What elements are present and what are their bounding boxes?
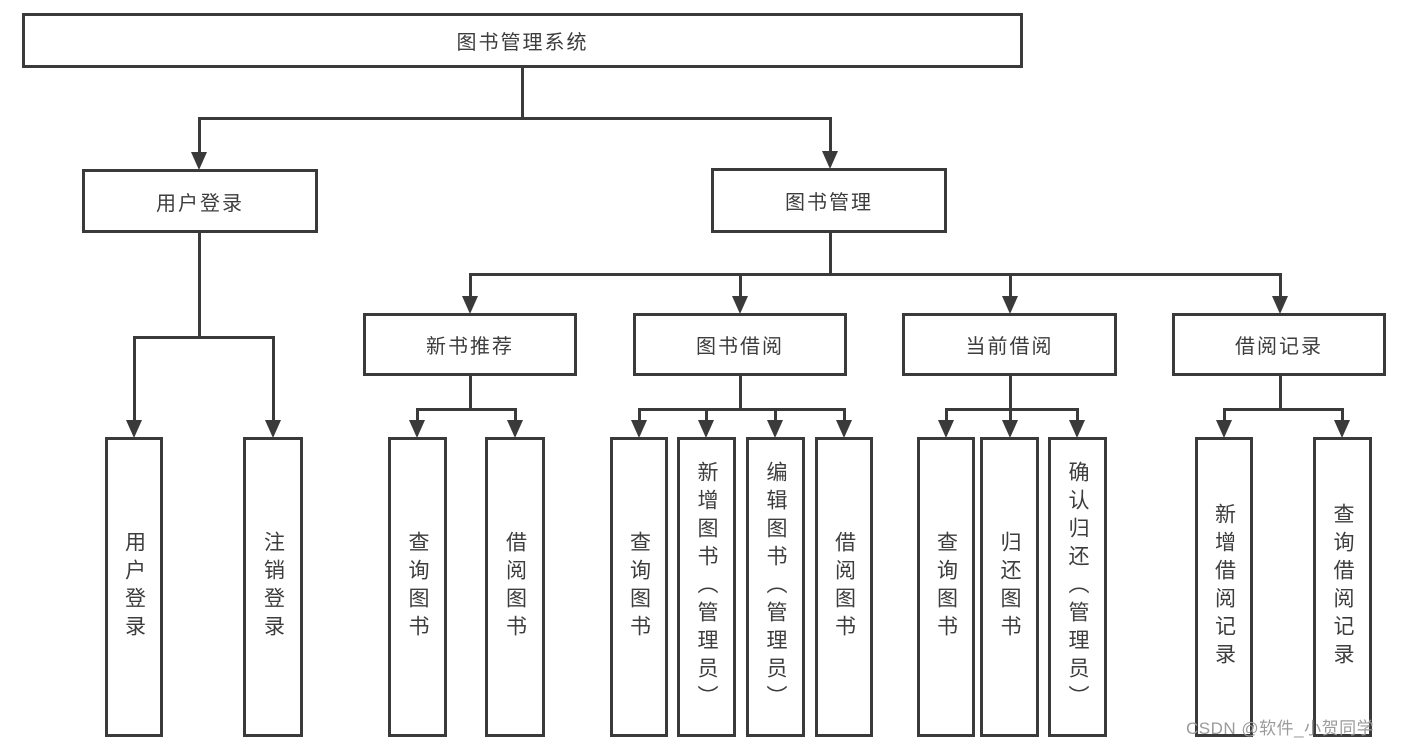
connector-line bbox=[945, 408, 1079, 411]
leaf-query-books-current: 查询图书 bbox=[917, 437, 975, 737]
arrowhead-down-icon bbox=[631, 420, 647, 438]
arrowhead-down-icon bbox=[409, 420, 425, 438]
leaf-borrow-books: 借阅图书 bbox=[815, 437, 873, 737]
connector-line bbox=[198, 117, 832, 120]
connector-line bbox=[469, 273, 472, 296]
arrowhead-down-icon bbox=[822, 151, 838, 169]
connector-line bbox=[638, 408, 846, 411]
leaf-query-borrow-record: 查询借阅记录 bbox=[1313, 437, 1372, 737]
leaf-borrow-books-recommend: 借阅图书 bbox=[485, 437, 545, 737]
connector-line bbox=[705, 408, 708, 420]
connector-line bbox=[469, 273, 1282, 276]
connector-line bbox=[272, 336, 275, 420]
arrowhead-down-icon bbox=[767, 420, 783, 438]
arrowhead-down-icon bbox=[1272, 296, 1288, 314]
connector-line bbox=[739, 376, 742, 409]
connector-line bbox=[1076, 408, 1079, 420]
leaf-query-books-recommend: 查询图书 bbox=[388, 437, 447, 737]
arrowhead-down-icon bbox=[1069, 420, 1085, 438]
node-book-management: 图书管理 bbox=[711, 168, 947, 233]
connector-line bbox=[469, 376, 472, 409]
leaf-user-login: 用户登录 bbox=[105, 437, 163, 737]
arrowhead-down-icon bbox=[1002, 296, 1018, 314]
connector-line bbox=[521, 68, 524, 118]
node-library-management-system: 图书管理系统 bbox=[22, 13, 1023, 68]
arrowhead-down-icon bbox=[462, 296, 478, 314]
arrowhead-down-icon bbox=[191, 152, 207, 170]
arrowhead-down-icon bbox=[938, 420, 954, 438]
connector-line bbox=[133, 336, 136, 420]
leaf-edit-books-admin: 编辑图书（管理员） bbox=[746, 437, 805, 737]
connector-line bbox=[739, 273, 742, 296]
node-current-borrowing: 当前借阅 bbox=[902, 313, 1117, 376]
arrowhead-down-icon bbox=[732, 296, 748, 314]
connector-line bbox=[774, 408, 777, 420]
arrowhead-down-icon bbox=[698, 420, 714, 438]
node-book-borrowing: 图书借阅 bbox=[633, 313, 847, 376]
csdn-watermark: CSDN @软件_小贺同学 bbox=[1186, 719, 1375, 738]
connector-line bbox=[1223, 408, 1226, 420]
connector-line bbox=[829, 117, 832, 152]
arrowhead-down-icon bbox=[265, 420, 281, 438]
connector-line bbox=[1009, 273, 1012, 296]
connector-line bbox=[416, 408, 517, 411]
node-new-book-recommendation: 新书推荐 bbox=[363, 313, 577, 376]
node-borrowing-records: 借阅记录 bbox=[1172, 313, 1386, 376]
connector-line bbox=[843, 408, 846, 420]
leaf-query-books-borrow: 查询图书 bbox=[610, 437, 668, 737]
arrowhead-down-icon bbox=[1216, 420, 1232, 438]
arrowhead-down-icon bbox=[836, 420, 852, 438]
arrowhead-down-icon bbox=[126, 420, 142, 438]
leaf-add-books-admin: 新增图书（管理员） bbox=[677, 437, 736, 737]
leaf-logout: 注销登录 bbox=[243, 437, 303, 737]
connector-line bbox=[416, 408, 419, 420]
connector-line bbox=[1009, 408, 1012, 420]
leaf-add-borrow-record: 新增借阅记录 bbox=[1195, 437, 1253, 737]
connector-line bbox=[514, 408, 517, 420]
connector-line bbox=[1341, 408, 1344, 420]
connector-line bbox=[945, 408, 948, 420]
connector-line bbox=[133, 336, 275, 339]
connector-line bbox=[198, 233, 201, 336]
node-user-login-group: 用户登录 bbox=[82, 169, 318, 233]
leaf-return-books: 归还图书 bbox=[980, 437, 1039, 737]
arrowhead-down-icon bbox=[1002, 420, 1018, 438]
connector-line bbox=[1009, 376, 1012, 409]
connector-line bbox=[829, 233, 832, 274]
connector-line bbox=[1279, 273, 1282, 296]
arrowhead-down-icon bbox=[1334, 420, 1350, 438]
connector-line bbox=[1223, 408, 1344, 411]
leaf-confirm-return-admin: 确认归还（管理员） bbox=[1048, 437, 1107, 737]
connector-line bbox=[1279, 376, 1282, 409]
connector-line bbox=[198, 117, 201, 152]
arrowhead-down-icon bbox=[507, 420, 523, 438]
connector-line bbox=[638, 408, 641, 420]
